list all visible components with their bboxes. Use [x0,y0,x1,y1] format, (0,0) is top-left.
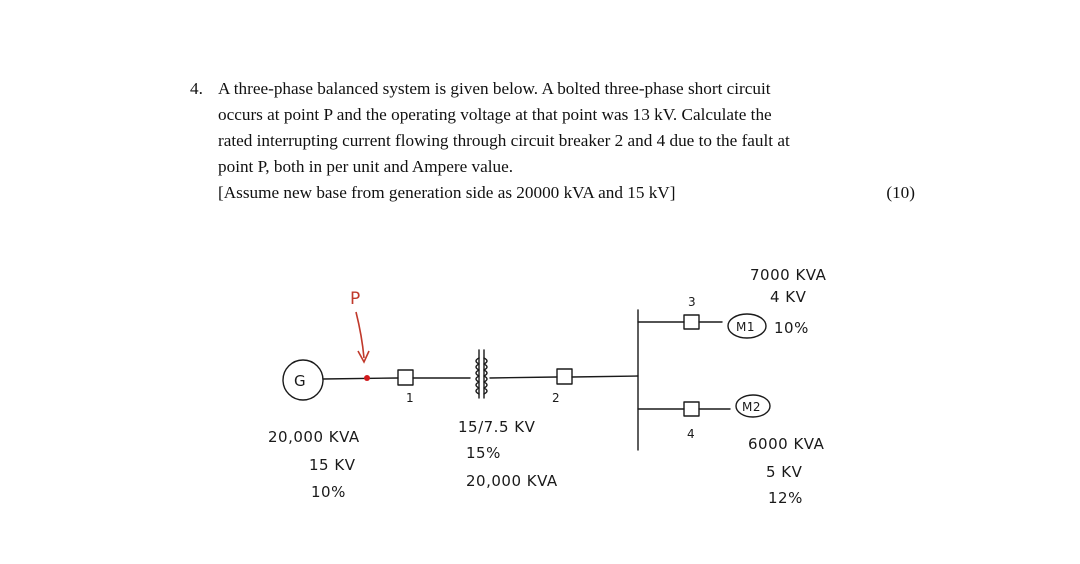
question-line-5: [Assume new base from generation side as… [218,183,676,202]
motor-1-rating: 7000 KVA [750,266,827,284]
breaker-2-label: 2 [552,391,560,405]
question-line-1: A three-phase balanced system is given b… [218,79,771,98]
transformer-symbol [475,349,488,399]
generator-symbol [282,359,324,401]
fault-arrow [355,311,365,359]
motor-2-reactance: 12% [768,489,803,507]
breaker-3 [683,314,700,330]
generator-label: G [294,372,306,390]
fault-point-label: P [350,289,361,309]
breaker-1-label: 1 [406,391,414,405]
line-cb2-bus [571,375,639,378]
motor-1-label: M1 [736,320,755,334]
transformer-ratio: 15/7.5 KV [458,418,536,436]
breaker-3-label: 3 [688,295,696,309]
question-line-2: occurs at point P and the operating volt… [218,105,772,124]
question-line-4: point P, both in per unit and Ampere val… [218,157,514,176]
motor-1-voltage: 4 KV [770,288,807,306]
motor-2-symbol [735,394,771,418]
question-line-3: rated interrupting current flowing throu… [218,131,790,150]
question-number: 4. [190,79,203,98]
breaker-4-label: 4 [687,427,695,441]
generator-voltage: 15 KV [309,456,356,474]
fault-point-dot [364,375,370,381]
marks-label: (10) [886,183,915,202]
motor-2-rating: 6000 KVA [748,435,825,453]
generator-rating: 20,000 KVA [268,428,360,446]
transformer-reactance: 15% [466,444,501,462]
motor-1-symbol [727,313,767,339]
transformer-rating: 20,000 KVA [466,472,558,490]
breaker-2 [556,368,573,385]
breaker-4 [683,401,700,417]
generator-reactance: 10% [311,483,346,501]
motor-2-voltage: 5 KV [766,463,803,481]
motor-2-label: M2 [742,400,761,414]
line-gen-cb1 [322,377,399,380]
breaker-1 [397,369,414,386]
fault-arrowhead [357,350,370,364]
motor-1-reactance: 10% [774,319,809,337]
line-xfmr-cb2 [489,376,558,379]
